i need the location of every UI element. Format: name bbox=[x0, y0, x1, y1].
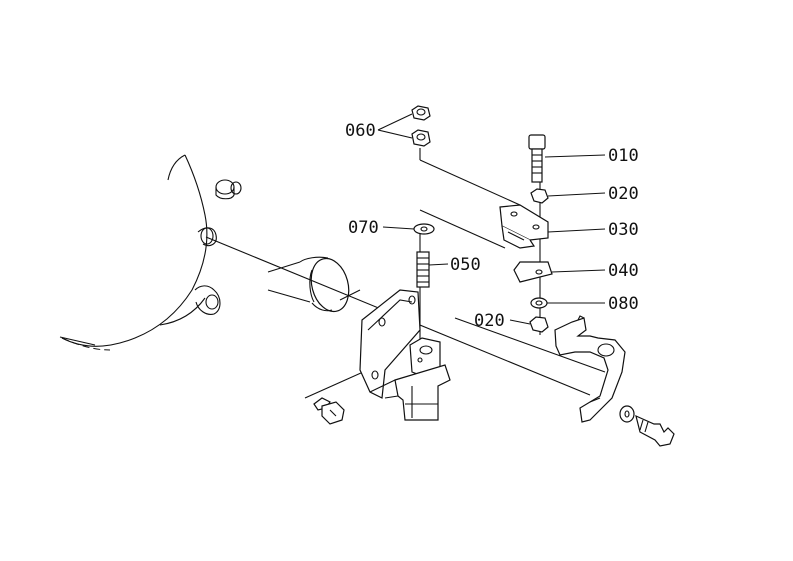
part-labels: 060 010 020 070 030 050 040 080 020 bbox=[345, 121, 639, 331]
washer-080 bbox=[530, 297, 605, 309]
nut-060 bbox=[377, 105, 431, 147]
housing-boss bbox=[267, 256, 350, 313]
label-020-upper: 020 bbox=[608, 184, 639, 204]
washer-070 bbox=[382, 223, 435, 235]
stud-050 bbox=[416, 251, 449, 288]
bracket-030 bbox=[499, 204, 606, 249]
bracket-040 bbox=[513, 261, 606, 283]
engine-housing bbox=[59, 154, 242, 351]
label-030: 030 bbox=[608, 220, 639, 240]
label-080: 080 bbox=[608, 294, 639, 314]
label-020-lower: 020 bbox=[474, 311, 505, 331]
support-bracket bbox=[359, 289, 451, 421]
small-bolt-left bbox=[313, 397, 345, 425]
label-040: 040 bbox=[608, 261, 639, 281]
label-050: 050 bbox=[450, 255, 481, 275]
nut-020-upper bbox=[530, 188, 606, 204]
hook-bracket bbox=[554, 315, 626, 423]
bolt-010 bbox=[528, 134, 606, 183]
label-010: 010 bbox=[608, 146, 639, 166]
label-070: 070 bbox=[348, 218, 379, 238]
nut-020-lower bbox=[509, 316, 549, 333]
plug-part bbox=[215, 179, 242, 200]
bolt-lower-right bbox=[619, 405, 675, 447]
label-060: 060 bbox=[345, 121, 376, 141]
